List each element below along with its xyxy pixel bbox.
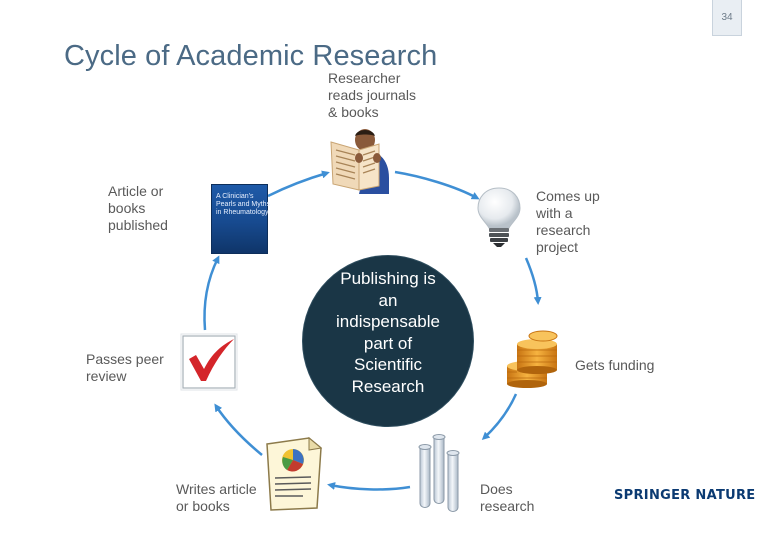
book-cover-line: A Clinician's: [216, 193, 254, 200]
step-writes-label: Writes article or books: [176, 481, 257, 515]
step-review-label: Passes peer review: [86, 351, 164, 385]
label-line: research: [480, 498, 535, 514]
label-line: Researcher: [328, 70, 401, 86]
page-number: 34: [721, 12, 733, 23]
label-line: Writes article: [176, 481, 257, 497]
label-line: books: [108, 200, 146, 216]
label-line: published: [108, 217, 168, 233]
step-published-label: Article or books published: [108, 183, 168, 234]
label-line: or books: [176, 498, 230, 514]
label-line: & books: [328, 104, 379, 120]
springer-nature-logo: SPRINGER NATURE: [614, 488, 755, 503]
center-circle: [303, 256, 473, 426]
arrow-research-to-writes: [327, 482, 411, 491]
book-cover-line: in Rheumatology: [216, 209, 269, 216]
checkmark-icon: [180, 333, 238, 391]
book-cover-title: A Clinician's Pearls and Myths in Rheuma…: [216, 193, 271, 217]
arrow-review-to-published: [203, 255, 220, 331]
book-cover-line: Pearls and Myths: [216, 201, 271, 208]
arrow-writes-to-review: [214, 403, 263, 456]
center-line: Research: [351, 376, 425, 396]
test-tubes-icon: [418, 434, 460, 512]
center-line: an: [378, 290, 398, 310]
logo-word: NATURE: [695, 488, 756, 503]
logo-word: SPRINGER: [614, 488, 691, 503]
center-line: Scientific: [353, 355, 423, 375]
label-line: project: [536, 239, 579, 255]
step-project-label: Comes up with a research project: [536, 188, 600, 256]
coins-icon: [507, 330, 558, 388]
label-line: Comes up: [536, 188, 600, 204]
step-reads-label: Researcher reads journals & books: [328, 70, 416, 121]
step-funding-label: Gets funding: [575, 357, 654, 374]
center-line: part of: [363, 333, 413, 353]
arrow-published-to-reads: [267, 170, 330, 198]
arrow-project-to-funding: [524, 257, 542, 305]
label-line: reads journals: [328, 87, 416, 103]
step-research-label: Does research: [480, 481, 534, 515]
label-line: research: [536, 222, 591, 238]
label-line: with a: [536, 205, 573, 221]
center-line: indispensable: [336, 312, 440, 332]
newspaper-reader-icon: [330, 129, 389, 194]
page-number-tab: 34: [712, 0, 742, 36]
label-line: review: [86, 368, 127, 384]
label-line: Gets funding: [575, 357, 655, 373]
slide-title: Cycle of Academic Research: [64, 40, 438, 72]
book-cover: [211, 184, 268, 254]
arrow-funding-to-research: [481, 393, 518, 441]
center-statement: Publishing is an indispensable part of S…: [303, 268, 473, 398]
lightbulb-icon: [477, 187, 521, 247]
arrow-reads-to-project: [394, 170, 480, 200]
report-document-icon: [266, 436, 323, 511]
label-line: Passes peer: [86, 351, 164, 367]
label-line: Does: [480, 481, 513, 497]
label-line: Article or: [108, 183, 164, 199]
center-line: Publishing is: [340, 269, 436, 288]
